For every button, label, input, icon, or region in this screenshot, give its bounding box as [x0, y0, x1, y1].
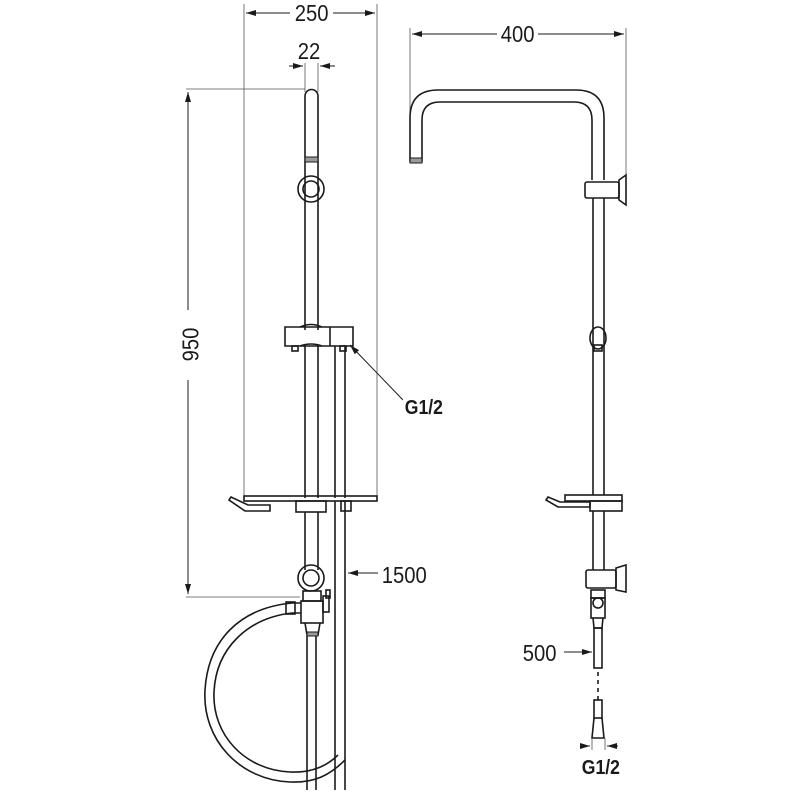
rail-joint — [589, 326, 607, 350]
dimension-label-22: 22 — [296, 38, 323, 64]
rail-ring-marker — [304, 156, 319, 163]
side-view — [409, 28, 627, 750]
diverter-valve — [300, 589, 331, 637]
soap-dish — [227, 495, 378, 513]
side-soap-dish — [544, 494, 623, 512]
side-upper-bracket — [584, 173, 627, 207]
lower-wall-bracket — [297, 564, 325, 592]
thread-label-side: G1/2 — [403, 397, 445, 419]
upper-wall-bracket — [297, 175, 325, 203]
dimension-label-950: 950 — [177, 325, 204, 364]
side-lower-bracket — [585, 563, 627, 593]
dimension-label-500: 500 — [521, 640, 559, 666]
slide-rail-top — [304, 88, 319, 330]
shower-hose — [204, 602, 346, 783]
connector-pipe — [593, 627, 603, 669]
dimension-label-400: 400 — [499, 21, 537, 47]
shower-head-outlet — [409, 157, 423, 164]
hand-shower-holder — [284, 326, 354, 347]
side-diverter — [590, 589, 606, 629]
dimension-label-1500: 1500 — [380, 562, 429, 588]
overhead-arm — [409, 89, 605, 180]
dimension-400 — [409, 28, 627, 180]
dimension-22 — [289, 60, 335, 92]
thread-label-bottom: G1/2 — [580, 757, 622, 779]
dimension-950 — [185, 88, 305, 598]
dimension-label-250: 250 — [293, 0, 331, 26]
front-view — [185, 4, 404, 790]
